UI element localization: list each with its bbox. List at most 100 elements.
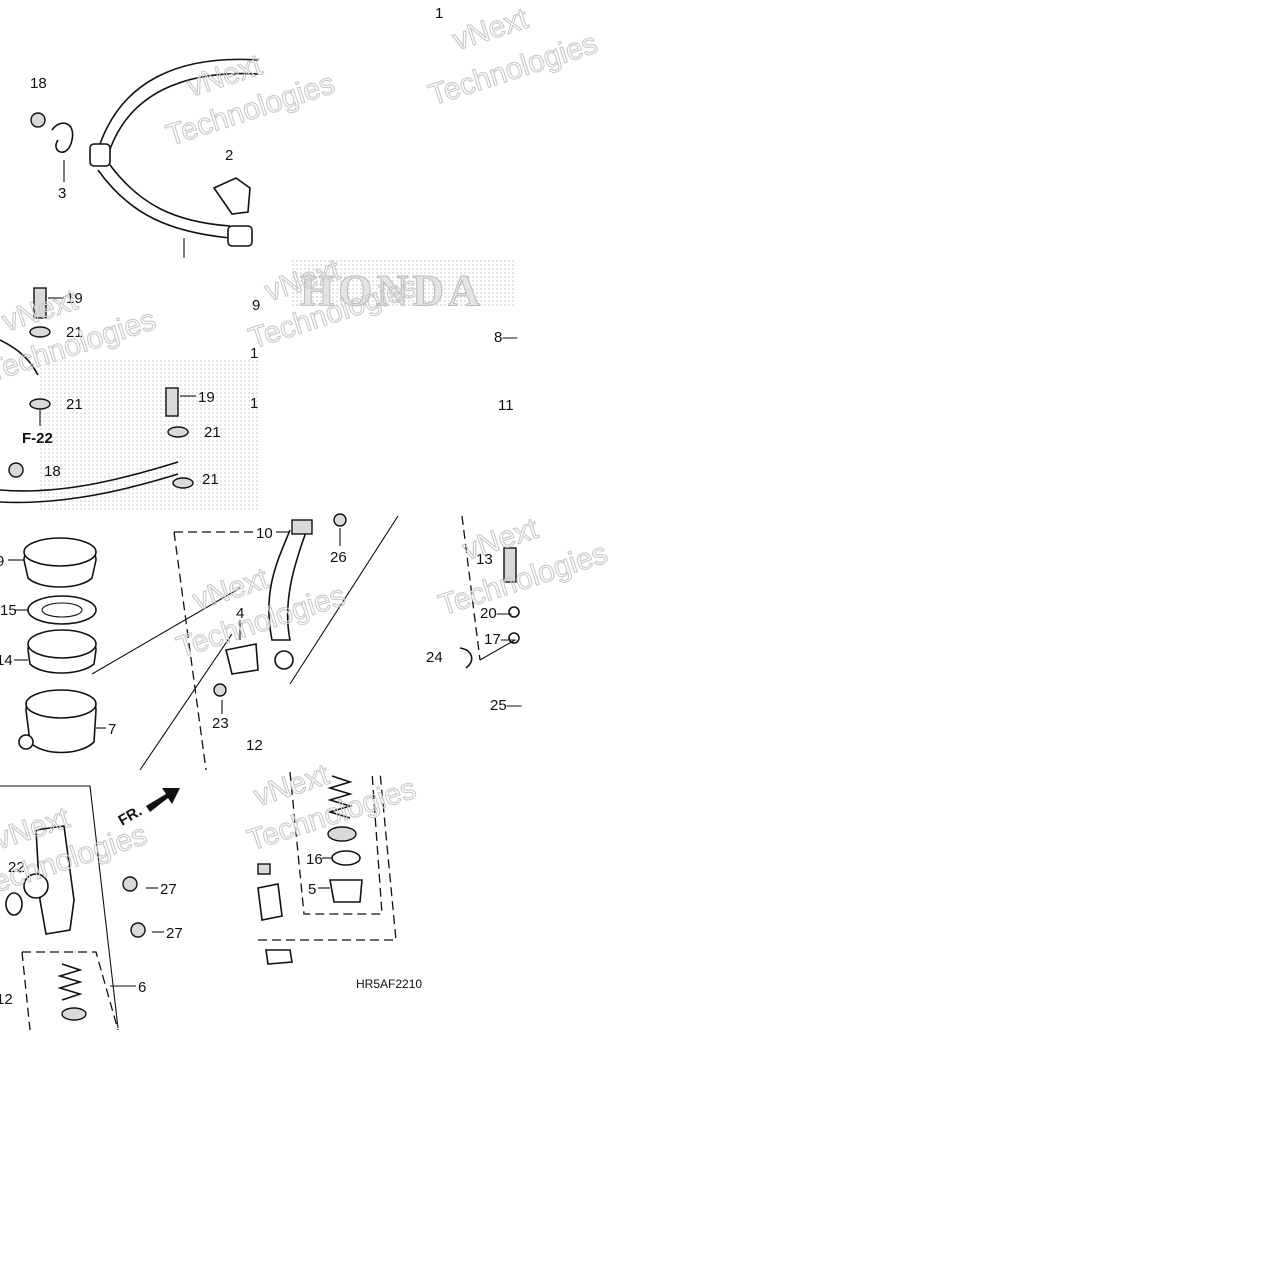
diaphragm-14-top bbox=[27, 629, 97, 659]
brake-hose-upper-inner bbox=[107, 72, 259, 156]
callout-24: 24 bbox=[426, 649, 443, 666]
washer-21-b bbox=[29, 398, 51, 410]
tile-joint: 10 26 4 23 12 vNext Technologies bbox=[139, 513, 399, 771]
callout-4: 4 bbox=[236, 605, 244, 622]
callout-11: 11 bbox=[498, 397, 514, 414]
callout-20: 20— bbox=[480, 605, 512, 622]
callout-27-a: 27 bbox=[160, 881, 177, 898]
guide-line bbox=[91, 587, 241, 675]
clip-12 bbox=[274, 650, 294, 670]
clip-3 bbox=[51, 122, 74, 153]
dashed-frame-left bbox=[173, 531, 207, 771]
front-arrow bbox=[146, 788, 180, 812]
callout-26: 26 bbox=[330, 549, 347, 566]
brand-logo: HONDA bbox=[300, 266, 484, 316]
tile-brake-hose: 18 3 2 1 vNext Technologies vNext Techno… bbox=[30, 1, 602, 258]
tile-reservoir: 9 15 14 7 bbox=[0, 537, 241, 754]
guide-line-3 bbox=[139, 633, 233, 771]
guide-line-2 bbox=[289, 515, 399, 685]
joint-4 bbox=[225, 643, 259, 675]
oring-left bbox=[5, 892, 23, 916]
nut-small bbox=[257, 863, 271, 875]
logo-shading bbox=[290, 258, 515, 306]
bolt-19-right bbox=[165, 387, 179, 417]
brake-hose-lower bbox=[97, 169, 231, 239]
callout-21-a: 21 bbox=[66, 324, 83, 341]
callout-15: 15 bbox=[0, 602, 17, 619]
part-13 bbox=[503, 547, 517, 583]
reservoir-mount-hole bbox=[18, 734, 34, 750]
cup-16 bbox=[331, 850, 361, 866]
part-17 bbox=[508, 632, 520, 644]
tile-push-rod: 13 20— 17— 24 25— vNext Technologies bbox=[426, 511, 612, 714]
boot-5 bbox=[329, 879, 363, 903]
cylinder-port bbox=[23, 873, 49, 899]
cap-9-top bbox=[23, 537, 97, 567]
callout-3: 3 bbox=[58, 185, 66, 202]
hose-10 bbox=[268, 529, 307, 641]
callout-12: 12 bbox=[246, 737, 263, 754]
dashed-frame-piston-outer bbox=[258, 771, 397, 941]
hose-lower-segment bbox=[0, 461, 179, 492]
callout-23: 23 bbox=[212, 715, 229, 732]
bolt-26 bbox=[333, 513, 347, 527]
svg-text:vNext: vNext bbox=[449, 2, 533, 57]
bolt-18-top bbox=[30, 112, 46, 128]
bolt-27-b bbox=[130, 922, 146, 938]
spring-22 bbox=[57, 963, 83, 1001]
clevis-pin bbox=[265, 949, 293, 965]
dashed-frame-cyl bbox=[22, 951, 119, 1031]
callout-13: 13 bbox=[476, 551, 493, 568]
master-cylinder-body bbox=[35, 825, 75, 935]
callout-16: 16 bbox=[306, 851, 323, 868]
callout-21-d: 21 bbox=[202, 471, 219, 488]
drawing-code: HR5AF2210 bbox=[356, 977, 422, 991]
tile-master-cylinder: FR. 22 27 27 6 12 vNext Technologies bbox=[0, 785, 183, 1031]
callout-7: 7 bbox=[108, 721, 116, 738]
bolt-19-left bbox=[33, 287, 47, 319]
seal-piston bbox=[327, 826, 357, 842]
bolt-27-a bbox=[122, 876, 138, 892]
watermark-top: vNext Technologies bbox=[162, 48, 340, 153]
callout-12-b: 12 bbox=[0, 991, 13, 1008]
svg-text:HONDA: HONDA bbox=[300, 266, 484, 315]
hose-collar bbox=[89, 143, 111, 167]
callout-14: 14 bbox=[0, 652, 13, 669]
svg-text:Technologies: Technologies bbox=[425, 27, 602, 113]
callout-19-a: 19 bbox=[66, 290, 83, 307]
bolt-18-mid bbox=[8, 462, 24, 478]
tile-logo: HONDA vNext Technologies 8— 11 bbox=[244, 252, 517, 414]
callout-17: 17— bbox=[484, 631, 516, 648]
frame-line-right bbox=[89, 785, 119, 1029]
callout-2: 2 bbox=[225, 147, 233, 164]
dashed-frame-right bbox=[461, 515, 481, 661]
callout-5: 5 bbox=[308, 881, 316, 898]
spring-piston bbox=[327, 775, 353, 819]
callout-10: 10 bbox=[256, 525, 273, 542]
brake-hose-lower-inner bbox=[109, 164, 231, 227]
hose-end-fitting bbox=[227, 225, 253, 247]
svg-text:Technologies: Technologies bbox=[435, 537, 612, 623]
hose-clamp-bracket-2 bbox=[212, 177, 251, 215]
dashed-frame-piston bbox=[289, 771, 383, 915]
callout-19-b: 19 bbox=[198, 389, 215, 406]
dashed-frame-cyl-2 bbox=[21, 951, 31, 1031]
svg-text:vNext: vNext bbox=[459, 512, 543, 567]
washer-21-d bbox=[172, 477, 194, 489]
callout-9-edge: 9 bbox=[252, 297, 260, 314]
shaded-area bbox=[40, 360, 260, 510]
callout-9: 9 bbox=[0, 553, 4, 570]
tile-piston-set: 16 5 HR5AF2210 vNext Technologies bbox=[243, 757, 423, 991]
callout-1-edge-2: 1 bbox=[250, 395, 258, 412]
plate-15 bbox=[27, 595, 97, 625]
seal-22 bbox=[61, 1007, 87, 1021]
callout-18-mid: 18 bbox=[44, 463, 61, 480]
washer-21-c bbox=[167, 426, 189, 438]
part-20 bbox=[508, 606, 520, 618]
callout-1-top: 1 bbox=[435, 5, 443, 22]
reservoir-7-top bbox=[25, 689, 97, 719]
clamp-10 bbox=[291, 519, 313, 535]
hose-left-segment bbox=[0, 339, 39, 376]
callout-22: 22 bbox=[8, 859, 25, 876]
